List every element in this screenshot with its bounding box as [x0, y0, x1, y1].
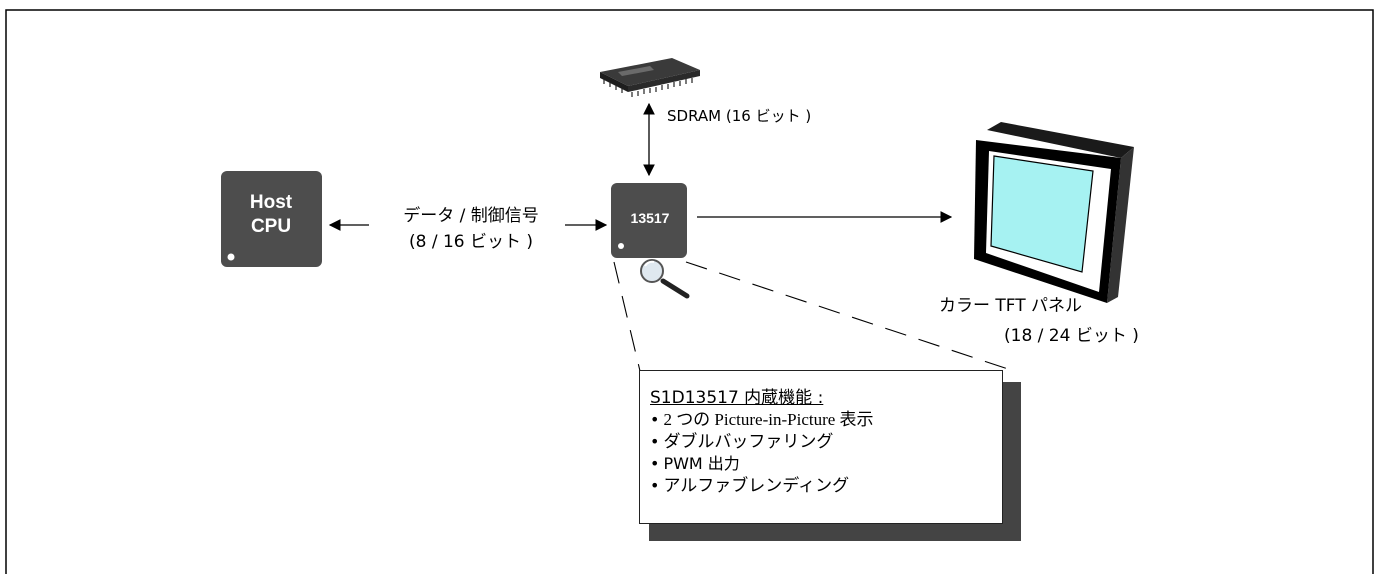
- feature-item-1: •2 つの Picture-in-Picture 表示: [650, 410, 874, 429]
- zoom-line-left: [613, 261, 641, 372]
- tft-panel-icon: [974, 122, 1134, 303]
- features-list: •2 つの Picture-in-Picture 表示 •ダブルバッファリング …: [650, 409, 1002, 497]
- features-box: S1D13517 内蔵機能 : •2 つの Picture-in-Picture…: [639, 370, 1003, 524]
- panel-label-2: (18 / 24 ビット ): [1004, 326, 1139, 346]
- panel-label-1: カラー TFT パネル: [939, 296, 1082, 316]
- feature-item-1-text: 2 つの Picture-in-Picture 表示: [663, 410, 874, 429]
- magnifier-icon: [640, 259, 690, 299]
- bus-label-2: (8 / 16 ビット ): [409, 232, 533, 252]
- sdram-chip-icon: [600, 58, 700, 97]
- host-cpu-label-2: CPU: [251, 216, 291, 237]
- sdram-label: SDRAM (16 ビット ): [667, 107, 811, 125]
- features-title: S1D13517 内蔵機能 :: [650, 388, 824, 408]
- feature-item-3-text: PWM 出力: [663, 454, 740, 473]
- controller-chip-label: 13517: [631, 210, 670, 226]
- zoom-line-right: [685, 261, 1015, 372]
- feature-item-2: •ダブルバッファリング: [650, 432, 834, 451]
- outer-frame: [5, 9, 1374, 574]
- host-cpu-chip: Host CPU: [221, 171, 322, 267]
- feature-item-4: •アルファブレンディング: [650, 476, 850, 495]
- controller-chip: 13517: [611, 183, 687, 258]
- bus-label-1: データ / 制御信号: [403, 205, 539, 226]
- feature-item-3: •PWM 出力: [650, 454, 740, 473]
- host-cpu-label-1: Host: [250, 192, 293, 213]
- feature-item-4-text: アルファブレンディング: [663, 476, 850, 495]
- feature-item-2-text: ダブルバッファリング: [663, 432, 834, 451]
